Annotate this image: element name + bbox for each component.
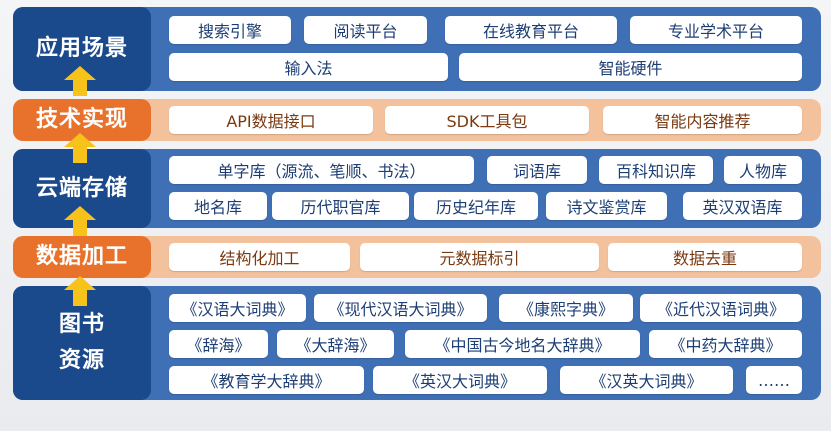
arrow-up-icon — [64, 206, 96, 236]
chip-book[interactable]: 《大辞海》 — [277, 330, 394, 358]
chip-cloud[interactable]: 单字库（源流、笔顺、书法） — [169, 156, 474, 184]
chip-application[interactable]: 阅读平台 — [304, 16, 427, 44]
arrow-up-icon — [64, 133, 96, 163]
layer-books-label: 图书 资源 — [13, 286, 151, 400]
layer-books-label-line1: 图书 — [58, 312, 105, 337]
chip-processing[interactable]: 数据去重 — [608, 243, 802, 271]
chip-tech[interactable]: API数据接口 — [169, 106, 373, 134]
chip-book[interactable]: 《近代汉语词典》 — [640, 294, 802, 322]
chip-cloud[interactable]: 诗文鉴赏库 — [546, 192, 667, 220]
layer-processing-label: 数据加工 — [13, 236, 151, 278]
layer-books: 图书 资源 《汉语大词典》 《现代汉语大词典》 《康熙字典》 《近代汉语词典》 … — [13, 286, 821, 400]
chip-tech[interactable]: 智能内容推荐 — [603, 106, 802, 134]
chip-cloud[interactable]: 地名库 — [169, 192, 267, 220]
chip-application[interactable]: 输入法 — [169, 53, 448, 81]
chip-application[interactable]: 智能硬件 — [459, 53, 802, 81]
chip-book[interactable]: 《康熙字典》 — [499, 294, 633, 322]
chip-book[interactable]: 《英汉大词典》 — [373, 366, 547, 394]
layer-application: 应用场景 搜索引擎 阅读平台 在线教育平台 专业学术平台 输入法 智能硬件 — [13, 7, 821, 91]
chip-book-more[interactable]: …… — [746, 366, 802, 394]
layer-cloud: 云端存储 单字库（源流、笔顺、书法） 词语库 百科知识库 人物库 地名库 历代职… — [13, 149, 821, 228]
layer-books-label-line2: 资源 — [58, 348, 105, 373]
chip-processing[interactable]: 元数据标引 — [360, 243, 599, 271]
chip-cloud[interactable]: 历史纪年库 — [414, 192, 538, 220]
chip-application[interactable]: 专业学术平台 — [630, 16, 802, 44]
arrow-up-icon — [64, 276, 96, 306]
chip-tech[interactable]: SDK工具包 — [385, 106, 589, 134]
chip-processing[interactable]: 结构化加工 — [169, 243, 350, 271]
chip-book[interactable]: 《汉英大词典》 — [560, 366, 733, 394]
chip-book[interactable]: 《辞海》 — [169, 330, 268, 358]
chip-cloud[interactable]: 历代职官库 — [272, 192, 409, 220]
layer-tech-label: 技术实现 — [13, 99, 151, 141]
chip-application[interactable]: 搜索引擎 — [169, 16, 291, 44]
chip-book[interactable]: 《教育学大辞典》 — [169, 366, 364, 394]
layer-tech: 技术实现 API数据接口 SDK工具包 智能内容推荐 — [13, 99, 821, 141]
chip-book[interactable]: 《中国古今地名大辞典》 — [405, 330, 640, 358]
arrow-up-icon — [64, 66, 96, 96]
layer-processing: 数据加工 结构化加工 元数据标引 数据去重 — [13, 236, 821, 278]
chip-application[interactable]: 在线教育平台 — [445, 16, 617, 44]
chip-cloud[interactable]: 百科知识库 — [599, 156, 713, 184]
chip-book[interactable]: 《中药大辞典》 — [649, 330, 802, 358]
chip-book[interactable]: 《汉语大词典》 — [169, 294, 306, 322]
chip-book[interactable]: 《现代汉语大词典》 — [314, 294, 487, 322]
chip-cloud[interactable]: 英汉双语库 — [683, 192, 802, 220]
chip-cloud[interactable]: 人物库 — [724, 156, 802, 184]
chip-cloud[interactable]: 词语库 — [487, 156, 587, 184]
